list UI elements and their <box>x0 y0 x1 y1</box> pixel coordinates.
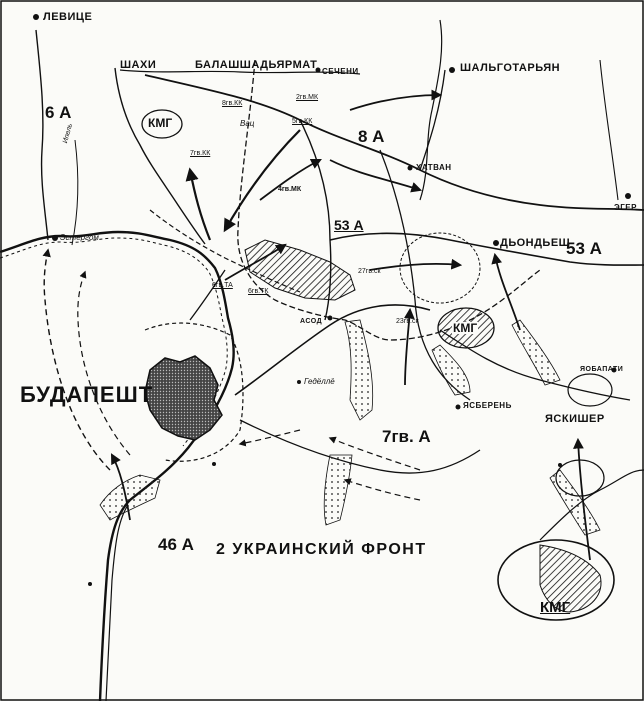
city-label-levice: ЛЕВИЦЕ <box>43 11 93 23</box>
army-label-46a: 46 А <box>158 535 194 554</box>
unit-label: 4гв.МК <box>278 186 302 193</box>
kmg-label-center: КМГ <box>452 321 479 335</box>
kmg-nw-oval <box>141 109 183 139</box>
city-label-secheni: СЕЧЕНИ <box>322 67 359 76</box>
unit-label: 23гв.ск <box>396 318 419 325</box>
danube-river <box>0 230 235 701</box>
budapest-city <box>144 355 223 441</box>
city-label-yasbereni: ЯСБЕРЕНЬ <box>463 401 512 410</box>
city-label-balashshadyarmat: БАЛАШШАДЬЯРМАТ <box>195 59 318 71</box>
unit-label: 27гв.ск <box>358 268 381 275</box>
town-dot-levice <box>33 14 39 20</box>
unit-label: 5гв.КК <box>292 118 313 125</box>
army-label-53a-left: 53 А <box>334 217 364 233</box>
arrow-dashed-west <box>42 248 111 471</box>
breakthrough-zone <box>244 239 356 301</box>
army-label-53a-right: 53 А <box>566 239 602 258</box>
unit-label: 8гв.КК <box>222 100 243 107</box>
army-label-8a: 8 А <box>358 127 385 146</box>
army-label-7gv: 7гв. А <box>382 427 431 446</box>
city-label-vats: Вац <box>240 119 255 128</box>
city-label-khatvan: ХАТВАН <box>416 163 452 172</box>
city-label-shalgotaryan: ШАЛЬГОТАРЬЯН <box>460 62 561 74</box>
unit-label: 6гв.ТК <box>248 288 269 295</box>
arrow-8a-west <box>223 129 301 233</box>
city-label-budapest: БУДАПЕШТ <box>20 382 154 407</box>
kmg-label-south: КМГ <box>540 599 571 616</box>
city-label-asod: АСОД <box>300 318 323 325</box>
city-label-dyondyosh: ДЬОНДЬЕШ <box>500 237 571 249</box>
front-line <box>237 59 541 341</box>
army-label-6a: 6 А <box>45 103 72 122</box>
city-label-apati: ЯОБАПАТИ <box>580 366 624 373</box>
city-label-shakhi: ШАХИ <box>120 59 157 71</box>
unit-label: 2гв.МК <box>296 94 319 101</box>
kmg-south-oval <box>497 539 615 621</box>
unit-label: 6гв.ТА <box>212 282 233 289</box>
unit-label: 7гв.КК <box>190 150 211 157</box>
city-label-estergom: Эстергом <box>60 233 99 242</box>
ipoly-river <box>35 29 49 241</box>
city-label-gegemashe: Гедёллё <box>304 377 335 386</box>
city-label-eger: ЭГЕР <box>614 203 637 212</box>
front-label: 2 УКРАИНСКИЙ ФРОНТ <box>216 541 427 558</box>
city-label-yaskisher: ЯСКИШЕР <box>545 413 605 425</box>
kmg-label-nw: КМГ <box>148 116 173 130</box>
